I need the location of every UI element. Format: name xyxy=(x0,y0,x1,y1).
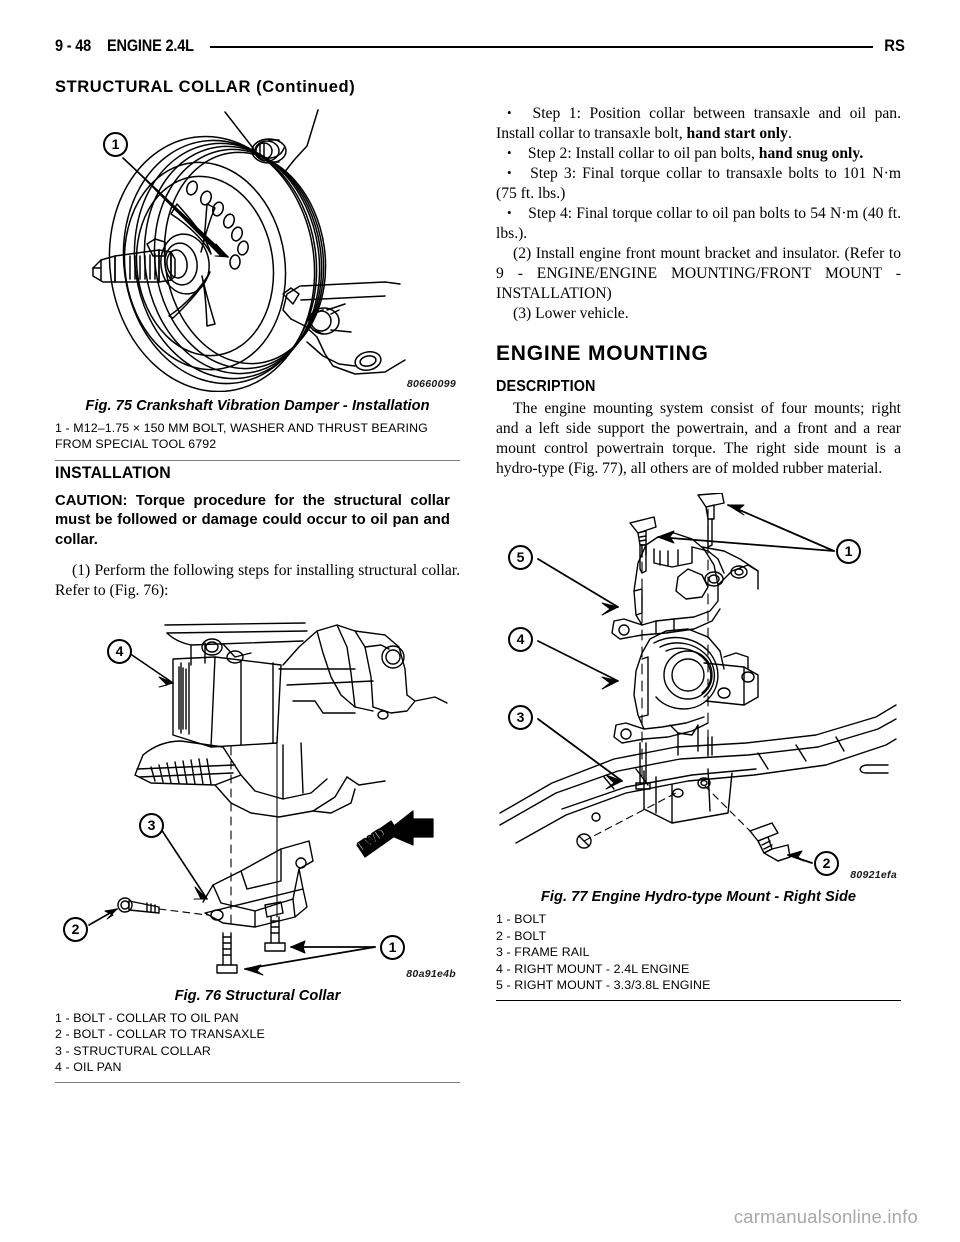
legend-item: 1 - BOLT - COLLAR TO OIL PAN xyxy=(55,1010,239,1025)
figure-76-id-code: 80a91e4b xyxy=(406,967,456,980)
figure-77-artwork: 5 4 3 1 2 xyxy=(496,493,901,884)
figure-75: 1 xyxy=(55,104,460,461)
callout-3: 3 xyxy=(508,705,533,731)
legend-item: 2 - BOLT - COLLAR TO TRANSAXLE xyxy=(55,1027,265,1042)
install-bullet-step-1: Step 1: Position collar between transaxl… xyxy=(496,104,901,144)
install-bullet-step-4: Step 4: Final torque collar to oil pan b… xyxy=(496,204,901,244)
description-body: The engine mounting system consist of fo… xyxy=(496,400,901,478)
legend-item: 3 - STRUCTURAL COLLAR xyxy=(55,1043,211,1058)
callout-1: 1 xyxy=(103,132,128,157)
callout-4: 4 xyxy=(508,627,533,653)
figure-77-caption: Fig. 77 Engine Hydro-type Mount - Right … xyxy=(540,889,857,906)
install-bullet-step-2: Step 2: Install collar to oil pan bolts,… xyxy=(496,144,901,164)
step-text-tail: . xyxy=(787,125,792,143)
step-text: Step 2: Install collar to oil pan bolts, xyxy=(527,145,759,163)
continued-section-title: STRUCTURAL COLLAR (Continued) xyxy=(55,78,356,96)
step-emphasis: hand snug only. xyxy=(758,145,864,163)
figure-75-artwork: 1 xyxy=(55,104,460,392)
legend-item: 3 - FRAME RAIL xyxy=(496,945,590,960)
step-text: Step 1: Position collar between transaxl… xyxy=(496,105,901,143)
figure-75-id-code: 80660099 xyxy=(406,378,456,390)
figure-76-separator xyxy=(55,1082,460,1084)
callout-1: 1 xyxy=(836,539,861,565)
install-step-2: (2) Install engine front mount bracket a… xyxy=(496,245,901,303)
figure-75-separator xyxy=(55,459,460,461)
description-heading: DESCRIPTION xyxy=(496,378,596,396)
install-step-1: (1) Perform the following steps for inst… xyxy=(55,561,460,599)
figure-77: 5 4 3 1 2 xyxy=(496,493,901,1002)
step-text: Step 4: Final torque collar to oil pan b… xyxy=(496,205,902,243)
engine-mounting-heading: ENGINE MOUNTING xyxy=(496,342,709,366)
legend-item: 4 - RIGHT MOUNT - 2.4L ENGINE xyxy=(496,961,690,976)
figure-76-caption: Fig. 76 Structural Collar xyxy=(174,987,341,1004)
figure-76-artwork: 4 3 2 1 xyxy=(55,616,460,982)
header-revision-code: RS xyxy=(884,36,905,55)
figure-77-id-code: 80921efa xyxy=(850,869,897,882)
left-column: 1 xyxy=(55,104,460,1084)
caution-note: CAUTION: Torque procedure for the struct… xyxy=(55,492,450,548)
install-step-3: (3) Lower vehicle. xyxy=(513,305,629,323)
header-page-number: 9 - 48 xyxy=(55,36,92,55)
legend-item: 1 - M12–1.75 × 150 MM BOLT, WASHER AND T… xyxy=(55,421,428,452)
engine-hydro-mount-drawing xyxy=(499,493,897,865)
figure-76: 4 3 2 1 xyxy=(55,616,460,1084)
page-header: 9 - 48 ENGINE 2.4L RS xyxy=(55,36,905,56)
legend-item: 2 - BOLT xyxy=(496,928,547,943)
figure-77-legend: 1 - BOLT 2 - BOLT 3 - FRAME RAIL 4 - RIG… xyxy=(496,911,901,993)
legend-item: 5 - RIGHT MOUNT - 3.3/3.8L ENGINE xyxy=(496,977,711,992)
callout-3: 3 xyxy=(139,812,164,838)
callout-5: 5 xyxy=(508,545,533,571)
legend-item: 1 - BOLT xyxy=(496,912,547,927)
right-column: Step 1: Position collar between transaxl… xyxy=(496,104,901,1002)
figure-76-legend: 1 - BOLT - COLLAR TO OIL PAN 2 - BOLT - … xyxy=(55,1010,460,1076)
callout-2: 2 xyxy=(814,851,839,877)
step-emphasis: hand start only xyxy=(686,125,788,143)
install-bullet-step-3: Step 3: Final torque collar to transaxle… xyxy=(496,164,901,204)
installation-heading: INSTALLATION xyxy=(55,462,171,482)
figure-77-separator xyxy=(496,1000,901,1002)
callout-1: 1 xyxy=(380,934,405,960)
header-rule xyxy=(209,46,874,48)
header-section-title: ENGINE 2.4L xyxy=(107,36,194,55)
callout-4: 4 xyxy=(107,638,132,664)
figure-75-caption: Fig. 75 Crankshaft Vibration Damper - In… xyxy=(85,398,430,414)
legend-item: 4 - OIL PAN xyxy=(55,1059,122,1074)
structural-collar-drawing: FWD xyxy=(88,622,448,976)
crankshaft-damper-drawing xyxy=(92,109,406,392)
site-watermark: carmanualsonline.info xyxy=(733,1206,918,1227)
figure-75-legend: 1 - M12–1.75 × 150 MM BOLT, WASHER AND T… xyxy=(55,420,460,453)
step-text: Step 3: Final torque collar to transaxle… xyxy=(496,165,901,203)
callout-2: 2 xyxy=(63,916,88,942)
